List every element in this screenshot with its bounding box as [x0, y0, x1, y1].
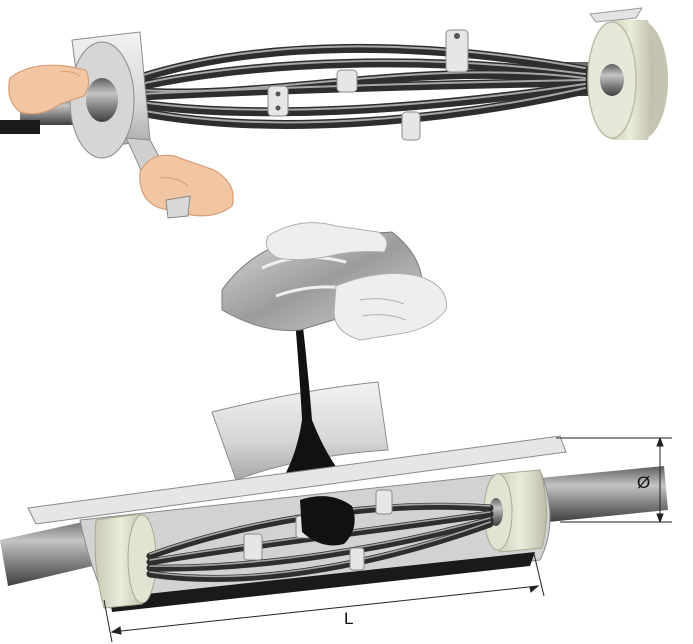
right-tape-ring: [483, 469, 548, 553]
length-label: L: [344, 609, 353, 628]
bottom-panel-resin-pouring: Ø L: [0, 222, 672, 643]
right-cable-pipe: [540, 466, 668, 522]
gloved-hand-top: [265, 222, 388, 261]
resin-stream: [278, 318, 346, 486]
diameter-dimension: [556, 436, 672, 524]
hand-left-top: [0, 64, 90, 134]
resin-pile: [300, 496, 355, 546]
top-panel-tape-wrapping: [0, 7, 668, 219]
mould-front-flange: [27, 435, 567, 525]
diameter-label: Ø: [637, 473, 650, 492]
right-tape-roll: [587, 7, 668, 140]
length-dimension: [103, 553, 545, 643]
mould-back-lid: [211, 381, 389, 481]
hand-right-top: [139, 154, 234, 219]
inner-spacer-clip: [243, 489, 393, 571]
left-tape-ring: [94, 513, 157, 609]
cable-bundle: [135, 43, 590, 129]
gloved-hand-right: [333, 273, 447, 341]
cable-spacer-clip: [267, 29, 469, 141]
resin-bed: [110, 552, 535, 612]
